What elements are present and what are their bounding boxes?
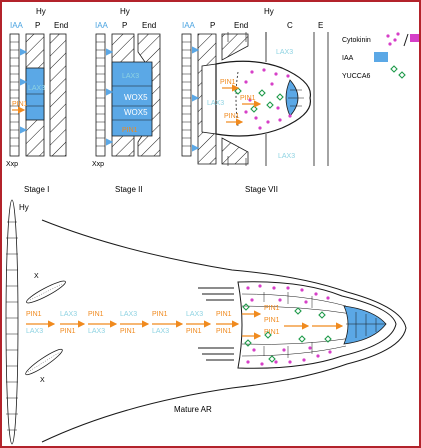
mature-pin1-label-1: PIN1 xyxy=(26,311,42,318)
mature-cell-files xyxy=(241,292,353,358)
legend-cytokinin-dots xyxy=(386,32,400,46)
stage7-endodermis-bottom-hatch xyxy=(221,137,249,165)
mature-pin1-label-6: PIN1 xyxy=(120,328,136,335)
stage2-xylem-rings xyxy=(96,41,105,147)
mature-pin1-stack-3: PIN1 xyxy=(264,329,280,336)
stage7-iaa-label: IAA xyxy=(182,21,196,30)
mature-pin1-label-7: PIN1 xyxy=(186,328,202,335)
stage2-pin1-label: PIN1 xyxy=(122,127,138,134)
stage7-cell-walls-top xyxy=(227,32,267,42)
stage1-hy-label: Hy xyxy=(36,7,46,16)
mature-pin1-label-3: PIN1 xyxy=(152,311,168,318)
mature-yucca6-markers xyxy=(242,303,332,363)
mature-vessel-rings xyxy=(6,221,18,431)
mature-lax3-label-5: LAX3 xyxy=(88,328,105,335)
stage1-end-label: End xyxy=(54,21,68,30)
mature-caption: Mature AR xyxy=(174,405,212,414)
stage7-pericycle-hatch xyxy=(197,33,217,165)
stage2-iaa-label: IAA xyxy=(95,21,109,30)
mature-hy-label: Hy xyxy=(19,203,29,212)
mature-panel: Hy X X xyxy=(5,199,407,445)
stage7-p-label: P xyxy=(210,21,215,30)
mature-lax3-label-6: LAX3 xyxy=(152,328,169,335)
stage1-endodermis-hatch xyxy=(49,33,67,157)
mature-root-tip xyxy=(237,281,397,369)
mature-pin1-label-4: PIN1 xyxy=(216,311,232,318)
legend-slash xyxy=(403,33,409,47)
mature-hypocotyl-vessel xyxy=(5,199,19,445)
stage2-caption: Stage II xyxy=(115,185,143,194)
legend-yucca6-markers xyxy=(390,65,406,79)
mature-lax3-label-1: LAX3 xyxy=(60,311,77,318)
stage7-panel: Hy IAA P End C E xyxy=(181,7,329,194)
stage7-hy-label: Hy xyxy=(264,7,274,16)
stage7-c-label: C xyxy=(287,21,293,30)
mature-pin1-label-8: PIN1 xyxy=(216,328,232,335)
mature-pin1-label-2: PIN1 xyxy=(88,311,104,318)
stage7-lax3-left-label: LAX3 xyxy=(207,100,224,107)
stage1-xxp-label: Xxp xyxy=(6,161,18,168)
stage2-end-label: End xyxy=(142,21,156,30)
mature-cytokinin-dots xyxy=(246,284,332,366)
stage1-iaa-label: IAA xyxy=(10,21,24,30)
mature-lax3-label-3: LAX3 xyxy=(186,311,203,318)
stage1-p-label: P xyxy=(35,21,40,30)
stage2-hy-label: Hy xyxy=(120,7,130,16)
stage7-pin1-label-a: PIN1 xyxy=(220,79,236,86)
stage1-xylem xyxy=(9,33,20,157)
stage7-xylem-rings xyxy=(182,41,191,147)
stage2-xylem xyxy=(95,33,106,157)
stage2-panel: Hy IAA P End LAX3 WOX5 WOX5 PIN1 Xxp Sta… xyxy=(92,7,161,194)
stage7-e-label: E xyxy=(318,21,323,30)
stage1-pin1-label: PIN1 xyxy=(12,101,28,108)
stage7-pin1-label-c: PIN1 xyxy=(224,113,240,120)
stage7-xylem xyxy=(181,33,192,157)
mature-xylem-strand-bottom xyxy=(25,348,63,376)
legend-cytokinin-swatch xyxy=(410,34,419,42)
mature-xylem-strand-top xyxy=(26,280,66,304)
stage2-xxp-label: Xxp xyxy=(92,161,104,168)
legend-iaa-swatch xyxy=(374,52,388,62)
mature-x-bottom-label: X xyxy=(40,377,45,384)
mature-lax3-label-4: LAX3 xyxy=(26,328,43,335)
mature-x-top-label: X xyxy=(34,273,39,280)
stage2-wox5-label-a: WOX5 xyxy=(124,93,148,102)
legend-yucca6-label: YUCCA6 xyxy=(342,73,371,80)
stage2-p-label: P xyxy=(122,21,127,30)
mature-vascular-lines xyxy=(198,287,234,361)
stage2-wox5-label-b: WOX5 xyxy=(124,108,148,117)
mature-tip-cells xyxy=(346,312,386,338)
stage2-endodermis-hatch xyxy=(137,33,161,157)
mature-iaa-tip xyxy=(343,305,387,345)
mature-pin1-stack-arrows xyxy=(242,310,344,340)
stage1-lax3-label: LAX3 xyxy=(28,85,45,92)
legend: Cytokinin IAA YUCCA6 xyxy=(342,32,419,80)
stage7-pin1-label-b: PIN1 xyxy=(240,95,256,102)
stage7-lax3-top-label: LAX3 xyxy=(276,49,293,56)
mature-pin1-stack-1: PIN1 xyxy=(264,305,280,312)
stage7-tip-cells xyxy=(288,89,304,107)
stage2-iaa-zone xyxy=(111,61,153,137)
mature-pin1-stack-2: PIN1 xyxy=(264,317,280,324)
legend-iaa-label: IAA xyxy=(342,55,354,62)
mature-lax3-label-2: LAX3 xyxy=(120,311,137,318)
mature-pin1-label-5: PIN1 xyxy=(60,328,76,335)
stage7-endodermis-top-hatch xyxy=(221,33,249,61)
stage7-end-label: End xyxy=(234,21,248,30)
stage7-lax3-bottom-label: LAX3 xyxy=(278,153,295,160)
stage2-lax3-label: LAX3 xyxy=(122,73,139,80)
stage7-cytokinin-dots xyxy=(244,68,292,130)
stage7-cell-walls-bottom xyxy=(227,156,247,166)
mature-root-outline xyxy=(41,219,407,443)
stage1-xylem-rings xyxy=(10,41,19,147)
stage7-primordium xyxy=(215,60,312,137)
stage1-caption: Stage I xyxy=(24,185,49,194)
legend-cytokinin-label: Cytokinin xyxy=(342,37,371,44)
stage1-panel: Hy IAA P End LAX3 PIN1 Xxp Stage I xyxy=(6,7,68,194)
stage7-caption: Stage VII xyxy=(245,185,278,194)
